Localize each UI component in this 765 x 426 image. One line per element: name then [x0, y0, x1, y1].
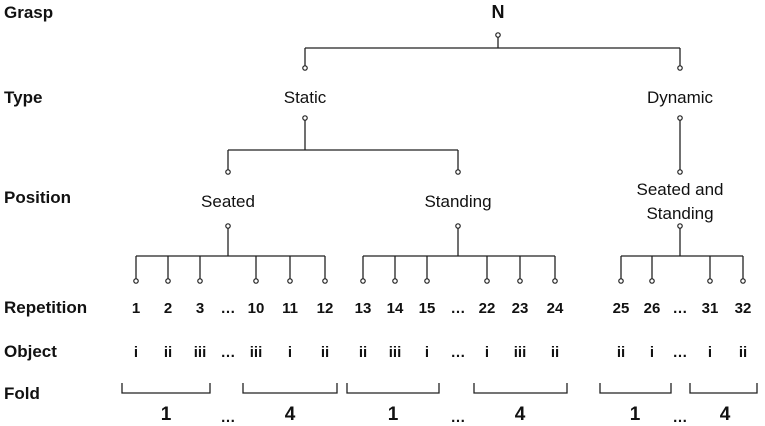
row-label-object: Object [4, 342, 57, 361]
type-dynamic-label: Dynamic [647, 88, 714, 107]
row-label-position: Position [4, 188, 71, 207]
object-label: iii [514, 344, 527, 361]
repetition-label: 32 [735, 300, 752, 317]
repetition-label: 2 [164, 300, 172, 317]
fold-ellipsis: … [221, 409, 236, 426]
object-label: i [650, 344, 654, 361]
fold-ellipsis: … [451, 409, 466, 426]
fold-number: 1 [161, 404, 172, 425]
repetition-label: 31 [702, 300, 719, 317]
repetition-label: … [673, 300, 688, 317]
fold-number: 4 [720, 404, 731, 425]
object-label: i [425, 344, 429, 361]
repetition-groups: 1i2ii3iii……10iii11i12ii1…413ii14iii15i……… [121, 223, 758, 426]
position-seated-label: Seated [201, 192, 255, 211]
repetition-label: 25 [613, 300, 630, 317]
object-label: … [451, 344, 466, 361]
fold-number: 4 [285, 404, 296, 425]
repetition-label: 11 [282, 300, 298, 317]
row-label-repetition: Repetition [4, 298, 87, 317]
fold-bracket [689, 383, 758, 394]
object-label: … [673, 344, 688, 361]
repetition-label: … [221, 300, 236, 317]
group-3: 25 ii 26 i … … 31 i 32 ii 1 … 4 [599, 223, 758, 426]
object-label: ii [164, 344, 172, 361]
fold-bracket [473, 383, 568, 394]
repetition-label: 22 [479, 300, 496, 317]
repetition-label: … [451, 300, 466, 317]
repetition-label: 15 [419, 300, 436, 317]
row-label-grasp: Grasp [4, 3, 53, 22]
dynamic-connector [677, 115, 683, 175]
object-label: i [134, 344, 138, 361]
repetition-label: 1 [132, 300, 140, 317]
repetition-label: 12 [317, 300, 334, 317]
repetition-label: 13 [355, 300, 372, 317]
object-label: i [288, 344, 292, 361]
type-static-label: Static [284, 88, 327, 107]
object-label: ii [739, 344, 747, 361]
object-label: ii [551, 344, 559, 361]
row-label-type: Type [4, 88, 42, 107]
static-connector [225, 115, 461, 175]
position-seated-and-standing-line1: Seated and [637, 180, 724, 199]
object-label: i [485, 344, 489, 361]
object-label: ii [321, 344, 329, 361]
object-label: ii [617, 344, 625, 361]
repetition-label: 24 [547, 300, 564, 317]
repetition-label: 26 [644, 300, 661, 317]
object-label: iii [389, 344, 402, 361]
fold-bracket [242, 383, 338, 394]
row-label-fold: Fold [4, 384, 40, 403]
repetition-label: 3 [196, 300, 204, 317]
fold-bracket [599, 383, 672, 394]
repetition-label: 10 [248, 300, 265, 317]
root-connector [302, 32, 683, 71]
group-2: 13 ii 14 iii 15 i … … 22 i 23 iii 24 ii 1 … 4 [346, 223, 568, 426]
repetition-label: 14 [387, 300, 404, 317]
object-label: … [221, 344, 236, 361]
group-1: 1 i 2 ii 3 iii … … 10 iii 11 i 12 ii 1 … 4 [121, 223, 338, 426]
object-label: iii [250, 344, 263, 361]
fold-bracket [121, 383, 211, 394]
object-label: iii [194, 344, 207, 361]
fold-number: 1 [388, 404, 399, 425]
fold-number: 4 [515, 404, 526, 425]
fold-number: 1 [630, 404, 641, 425]
object-label: i [708, 344, 712, 361]
position-standing-label: Standing [424, 192, 491, 211]
fold-ellipsis: … [673, 409, 688, 426]
object-label: ii [359, 344, 367, 361]
fold-bracket [346, 383, 440, 394]
repetition-label: 23 [512, 300, 529, 317]
root-node-label: N [492, 2, 505, 22]
position-seated-and-standing-line2: Standing [646, 204, 713, 223]
